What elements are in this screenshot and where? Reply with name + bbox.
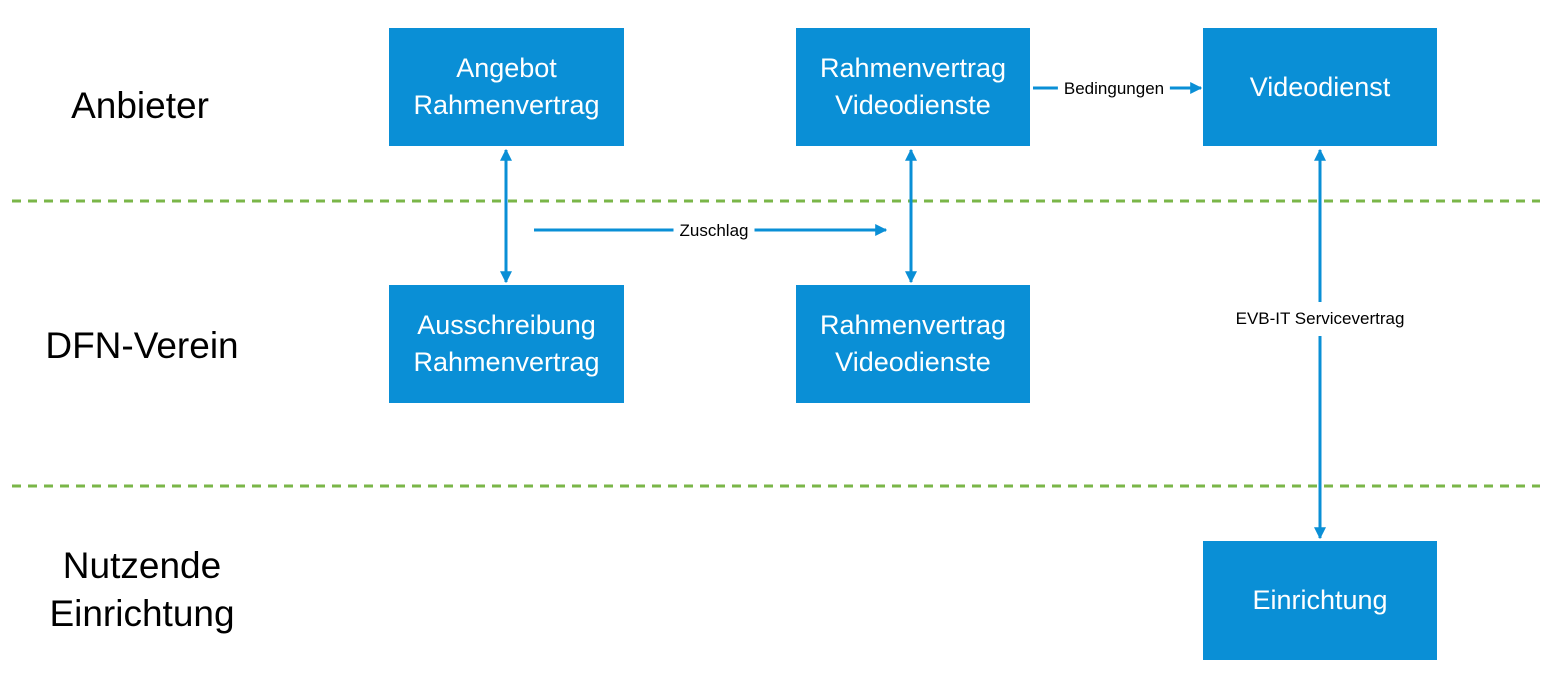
lane-label-anbieter: Anbieter — [40, 82, 240, 130]
box-einrichtung: Einrichtung — [1203, 541, 1437, 660]
box-label-line: Videodienste — [835, 90, 991, 120]
box-label-line: Rahmenvertrag — [819, 53, 1007, 83]
box-label-line: Rahmenvertrag — [413, 347, 600, 377]
box-label-line: Angebot — [456, 53, 557, 83]
lane-label-line: DFN-Verein — [45, 325, 239, 366]
lane-label-nutzende-einrichtung: Nutzende Einrichtung — [22, 542, 262, 638]
edge-label-zuschlag: Zuschlag — [673, 220, 755, 242]
box-rahmenvertrag-dfn: Rahmenvertrag Videodienste — [796, 285, 1030, 403]
box-label-line: Einrichtung — [1252, 585, 1388, 615]
lane-label-line: Einrichtung — [49, 593, 235, 634]
box-label-line: Videodienst — [1249, 71, 1391, 102]
box-videodienst: Videodienst — [1203, 28, 1437, 146]
box-ausschreibung-rahmenvertrag: Ausschreibung Rahmenvertrag — [389, 285, 624, 403]
box-label-line: Rahmenvertrag — [413, 90, 600, 120]
edge-label-evb-it-servicevertrag: EVB-IT Servicevertrag — [1229, 302, 1411, 336]
box-label-line: Ausschreibung — [417, 310, 596, 340]
box-label-line: Videodienste — [835, 347, 991, 377]
lane-label-dfn-verein: DFN-Verein — [22, 322, 262, 370]
box-angebot-rahmenvertrag: Angebot Rahmenvertrag — [389, 28, 624, 146]
box-rahmenvertrag-anbieter: Rahmenvertrag Videodienste — [796, 28, 1030, 146]
lane-label-line: Nutzende — [62, 545, 222, 586]
box-label-line: Rahmenvertrag — [819, 310, 1007, 340]
lane-label-line: Anbieter — [71, 85, 209, 126]
edge-label-bedingungen: Bedingungen — [1057, 78, 1171, 100]
